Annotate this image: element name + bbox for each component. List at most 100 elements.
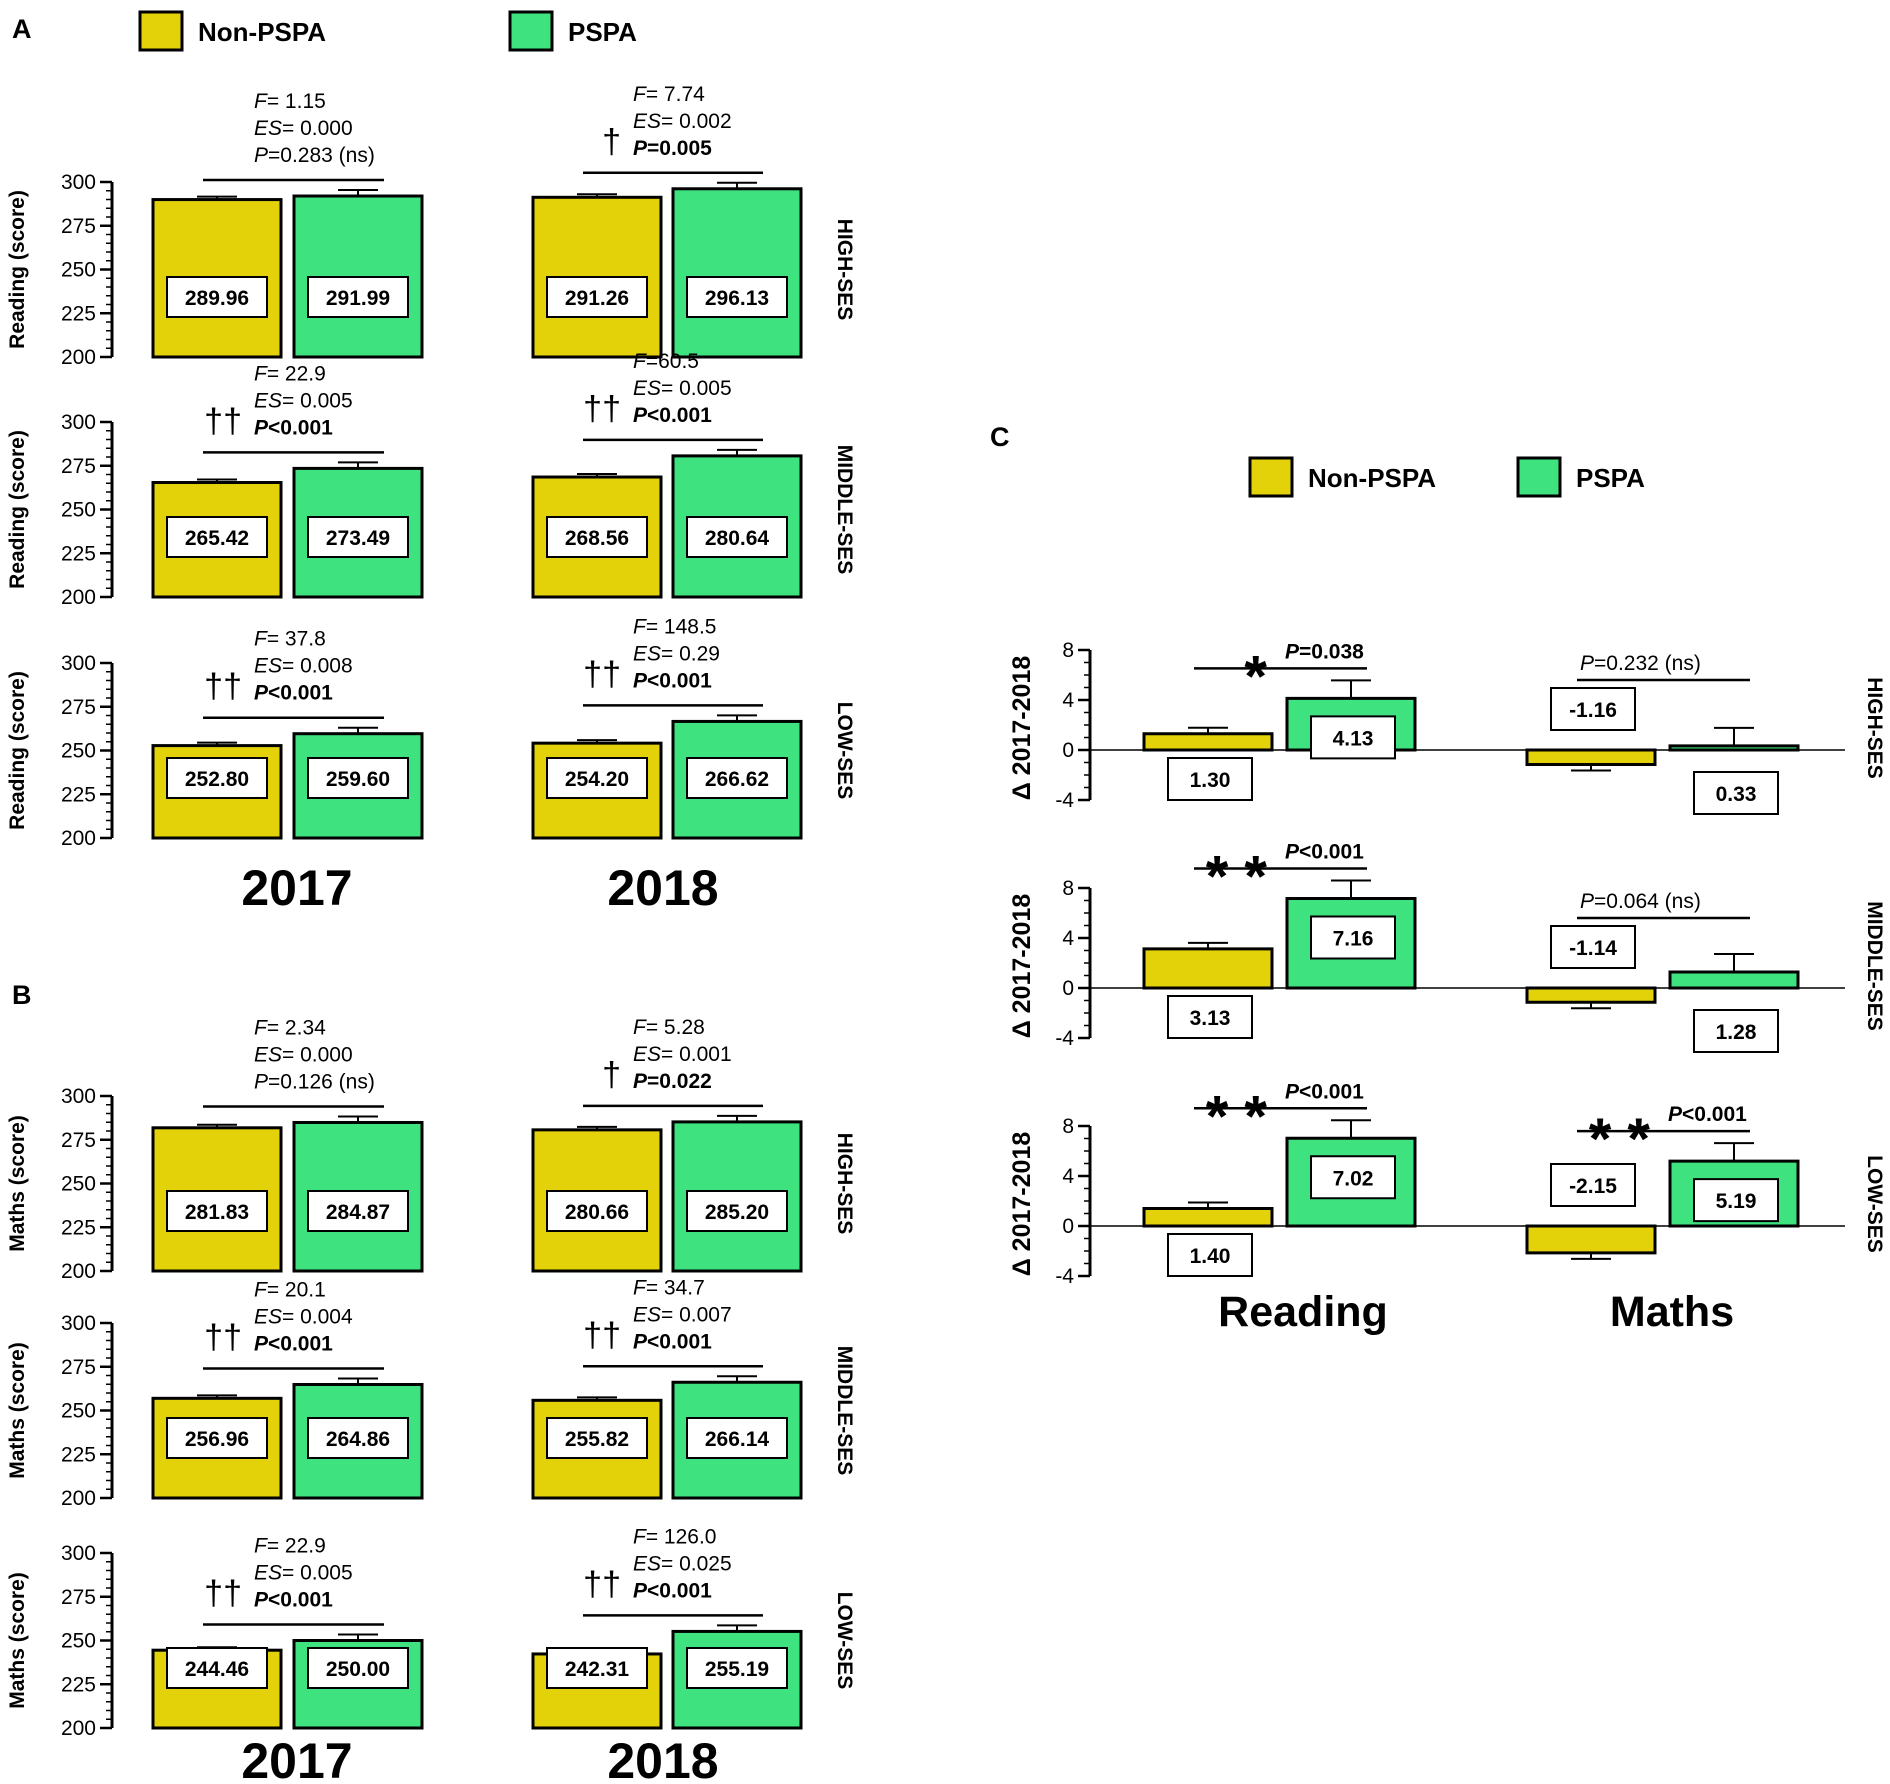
- data-label-box: [1310, 1155, 1396, 1200]
- y-tick-label: 225: [61, 1673, 96, 1696]
- data-label: 291.99: [326, 287, 390, 310]
- y-axis-label: Δ 2017-2018: [1008, 894, 1036, 1039]
- y-tick-label: 200: [61, 1260, 96, 1283]
- stat-line: F= 22.9: [254, 1535, 326, 1558]
- y-axis-label: Reading (score): [6, 190, 29, 349]
- bar-non-pspa: [1142, 1207, 1274, 1228]
- stat-line: ES= 0.025: [633, 1552, 732, 1575]
- data-label: -1.14: [1569, 937, 1617, 960]
- category-label-reading: Reading: [1218, 1288, 1388, 1336]
- data-label: 289.96: [185, 287, 249, 310]
- y-tick-label: 225: [61, 783, 96, 806]
- y-tick-label: 200: [61, 346, 96, 369]
- y-tick-label: 200: [61, 1717, 96, 1740]
- y-tick-label: 275: [61, 696, 96, 719]
- stat-line: ES= 0.002: [633, 110, 732, 133]
- y-tick-label: 8: [1062, 639, 1074, 662]
- data-label-box: [1693, 1009, 1779, 1053]
- p-value: P<0.001: [1668, 1103, 1747, 1126]
- y-tick-label: 225: [61, 1443, 96, 1466]
- y-tick-label: 250: [61, 1630, 96, 1653]
- dagger-marker: ††: [583, 1565, 621, 1603]
- stat-line: P=0.005: [633, 137, 712, 160]
- data-label-box: [686, 516, 788, 558]
- data-label: 256.96: [185, 1428, 249, 1451]
- significance-star: *: [1244, 644, 1267, 709]
- data-label: 285.20: [705, 1201, 769, 1224]
- data-label-box: [166, 516, 268, 558]
- y-tick-label: 0: [1062, 739, 1074, 762]
- data-label: 244.46: [185, 1658, 249, 1681]
- y-tick-label: 300: [61, 1312, 96, 1335]
- stat-line: P<0.001: [633, 1330, 712, 1353]
- data-label-box: [166, 276, 268, 318]
- y-tick-label: 4: [1062, 1165, 1074, 1188]
- p-value: P<0.001: [1285, 1080, 1364, 1103]
- y-tick-label: 4: [1062, 927, 1074, 950]
- year-label-2018-a: 2018: [607, 860, 718, 916]
- legend-pspa-c-swatch: [1516, 456, 1562, 498]
- p-value: P=0.232 (ns): [1580, 652, 1701, 675]
- data-label: 284.87: [326, 1201, 390, 1224]
- data-label-box: [1550, 925, 1636, 969]
- data-label-box: [1167, 757, 1253, 801]
- category-label-maths: Maths: [1610, 1288, 1734, 1336]
- ses-label: MIDDLE-SES: [1863, 901, 1886, 1031]
- data-label: 268.56: [565, 527, 629, 550]
- y-tick-label: -4: [1055, 1265, 1074, 1288]
- data-label: 280.64: [705, 527, 770, 550]
- y-axis-label: Maths (score): [6, 1342, 29, 1479]
- y-tick-label: 4: [1062, 689, 1074, 712]
- data-label-box: [1167, 1233, 1253, 1277]
- data-label: 291.26: [565, 287, 629, 310]
- data-label: 4.13: [1333, 727, 1374, 750]
- data-label: 266.62: [705, 768, 769, 791]
- data-label: 254.20: [565, 768, 629, 791]
- bar-non-pspa: [1525, 986, 1657, 1004]
- data-label-box: [307, 1190, 409, 1232]
- stat-line: F= 1.15: [254, 90, 326, 113]
- data-label: 250.00: [326, 1658, 390, 1681]
- legend-pspa-c-label: PSPA: [1576, 463, 1645, 493]
- data-label: 265.42: [185, 527, 249, 550]
- stat-line: ES= 0.001: [633, 1043, 732, 1066]
- bar-non-pspa: [1142, 732, 1274, 752]
- legend-pspa-a-swatch: [508, 10, 554, 52]
- stat-line: ES= 0.000: [254, 117, 353, 140]
- data-label: 1.28: [1716, 1021, 1757, 1044]
- data-label: 3.13: [1190, 1007, 1231, 1030]
- dagger-marker: ††: [583, 390, 621, 428]
- data-label-box: [307, 1647, 409, 1689]
- dagger-marker: †: [602, 123, 621, 161]
- data-label: -2.15: [1569, 1175, 1617, 1198]
- ses-label: MIDDLE-SES: [833, 445, 856, 575]
- y-tick-label: 250: [61, 1400, 96, 1423]
- y-tick-label: 8: [1062, 877, 1074, 900]
- y-axis-label: Reading (score): [6, 430, 29, 589]
- data-label-box: [686, 1647, 788, 1689]
- ses-label: HIGH-SES: [833, 219, 856, 321]
- y-tick-label: 300: [61, 652, 96, 675]
- y-tick-label: 250: [61, 740, 96, 763]
- stat-line: F= 148.5: [633, 615, 716, 638]
- data-label-box: [1550, 687, 1636, 731]
- data-label-box: [546, 1190, 648, 1232]
- stat-line: ES= 0.005: [633, 377, 732, 400]
- panel-letter-b: B: [12, 980, 32, 1010]
- y-tick-label: 200: [61, 827, 96, 850]
- data-label-box: [1310, 915, 1396, 960]
- stat-line: F= 22.9: [254, 362, 326, 385]
- y-tick-label: 0: [1062, 1215, 1074, 1238]
- data-label-box: [1550, 1163, 1636, 1207]
- data-label-box: [1693, 771, 1779, 815]
- data-label: 280.66: [565, 1201, 629, 1224]
- data-label: 296.13: [705, 287, 769, 310]
- data-label-box: [686, 757, 788, 799]
- stat-line: ES= 0.005: [254, 389, 353, 412]
- year-label-2018-b: 2018: [607, 1733, 718, 1784]
- data-label-box: [166, 1417, 268, 1459]
- stat-line: P<0.001: [254, 682, 333, 705]
